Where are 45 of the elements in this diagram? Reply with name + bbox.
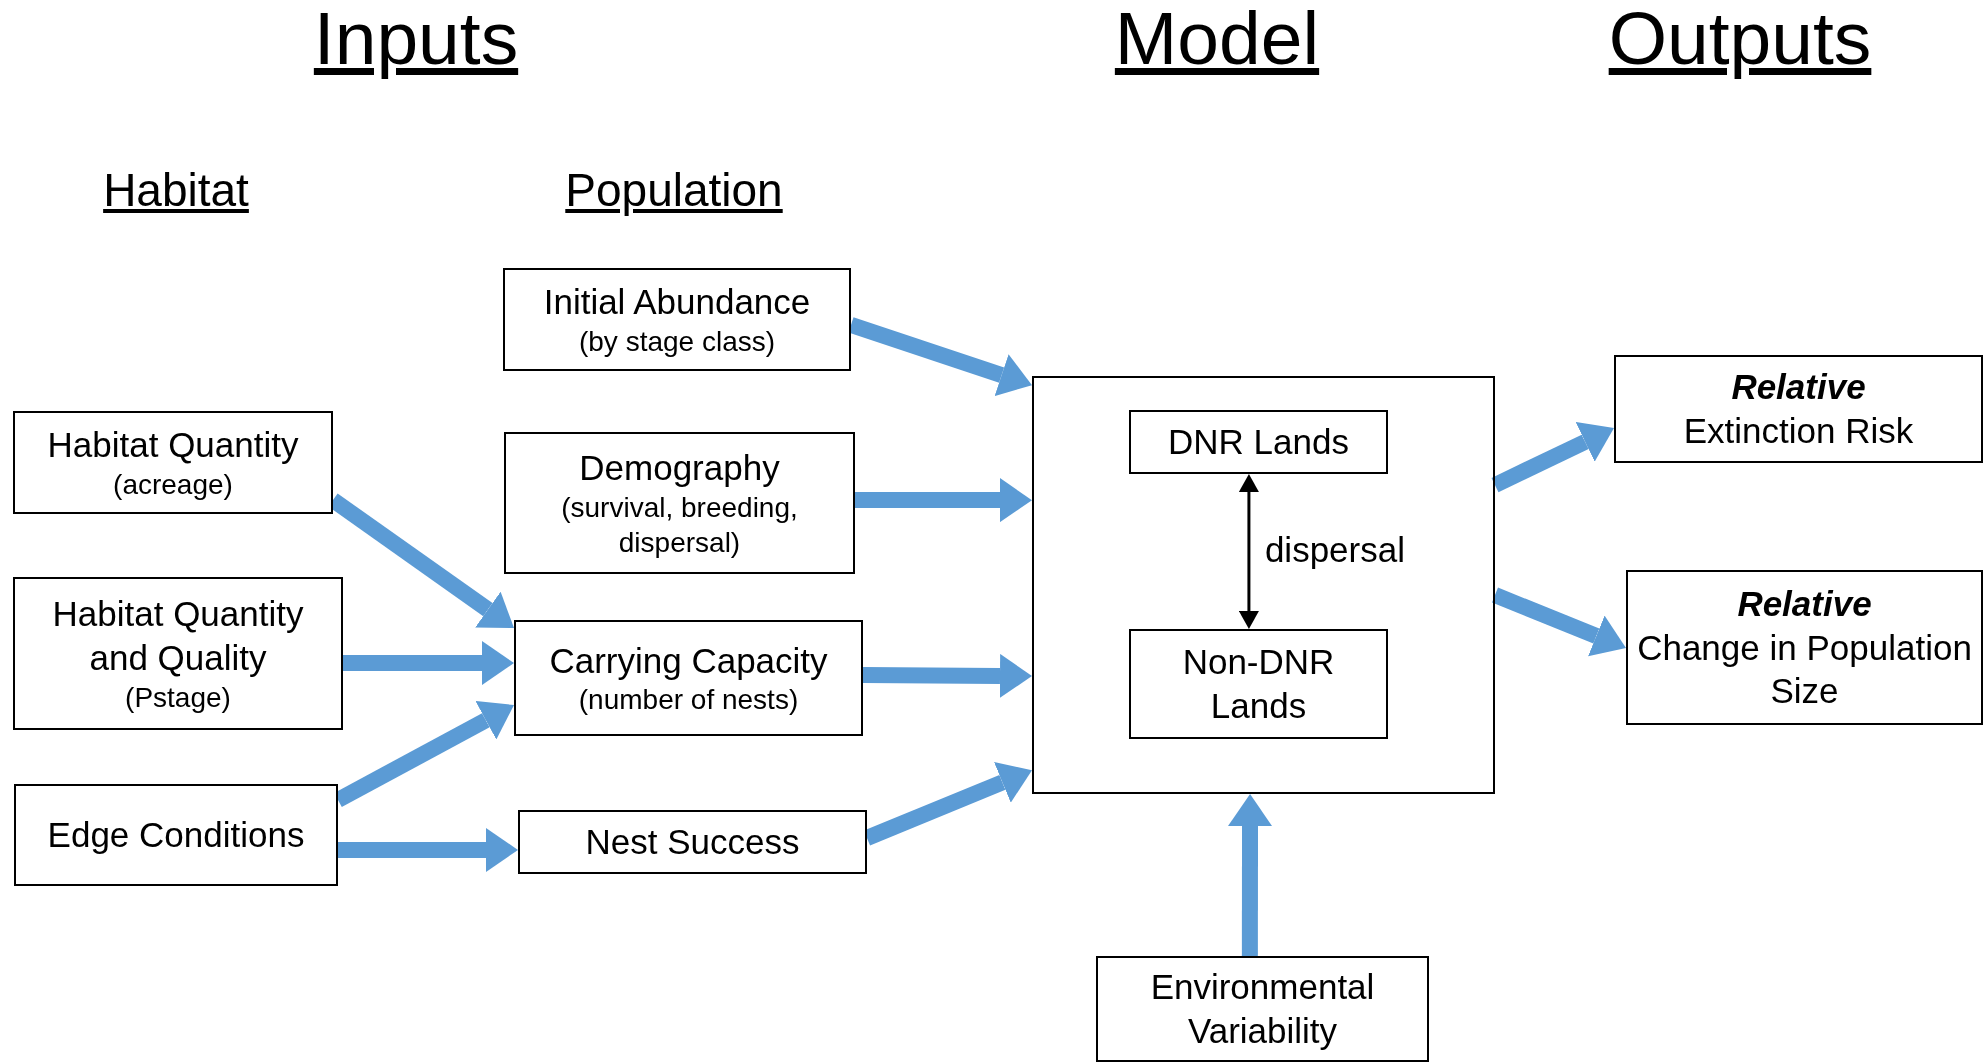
node-text: Non-DNR Lands (1181, 641, 1336, 727)
node-text: Initial Abundance (543, 281, 811, 324)
node-text: (number of nests) (578, 683, 799, 718)
text-box (1129, 629, 1388, 739)
text-box (1626, 570, 1983, 725)
arrow (1228, 794, 1273, 956)
text-box (1129, 410, 1388, 474)
section-heading: Inputs (313, 0, 519, 81)
text-box (503, 268, 851, 371)
text-box (514, 620, 863, 736)
arrow (1238, 474, 1259, 629)
column-heading: Population (565, 163, 783, 217)
node-text: Habitat Quantity (47, 424, 299, 467)
text-box (13, 577, 343, 730)
section-heading: Model (1114, 0, 1320, 81)
arrow (343, 641, 514, 686)
node-text: DNR Lands (1168, 421, 1349, 464)
text-box (1614, 355, 1983, 463)
section-heading: Outputs (1608, 0, 1872, 81)
node-text: (survival, breeding, dispersal) (560, 490, 799, 560)
arrow (862, 653, 1032, 698)
node-text: Environmental Variability (1149, 966, 1376, 1052)
arrow (1492, 587, 1626, 657)
model-frame (1032, 376, 1495, 794)
text-box (1096, 956, 1429, 1062)
node-text: (Pstage) (125, 680, 231, 715)
node-text: (by stage class) (578, 324, 776, 359)
node-text: Edge Conditions (47, 814, 305, 857)
node-text: (acreage) (113, 467, 233, 502)
arrow (338, 828, 518, 872)
column-heading: Habitat (103, 163, 249, 217)
node-text: Demography (579, 447, 780, 490)
text-box (13, 411, 333, 514)
node-text: Carrying Capacity (549, 639, 828, 682)
text-box (504, 432, 855, 574)
node-text: Relative (1737, 582, 1872, 625)
node-text: Nest Success (585, 821, 800, 864)
text-box (14, 784, 338, 886)
node-text: Extinction Risk (1683, 410, 1914, 452)
arrow (1491, 422, 1614, 493)
text-box (518, 810, 867, 874)
node-text: Relative (1731, 366, 1866, 409)
node-text: Change in Population Size (1636, 626, 1973, 713)
node-text: Habitat Quantity and Quality (51, 593, 305, 679)
arrow (855, 478, 1032, 523)
